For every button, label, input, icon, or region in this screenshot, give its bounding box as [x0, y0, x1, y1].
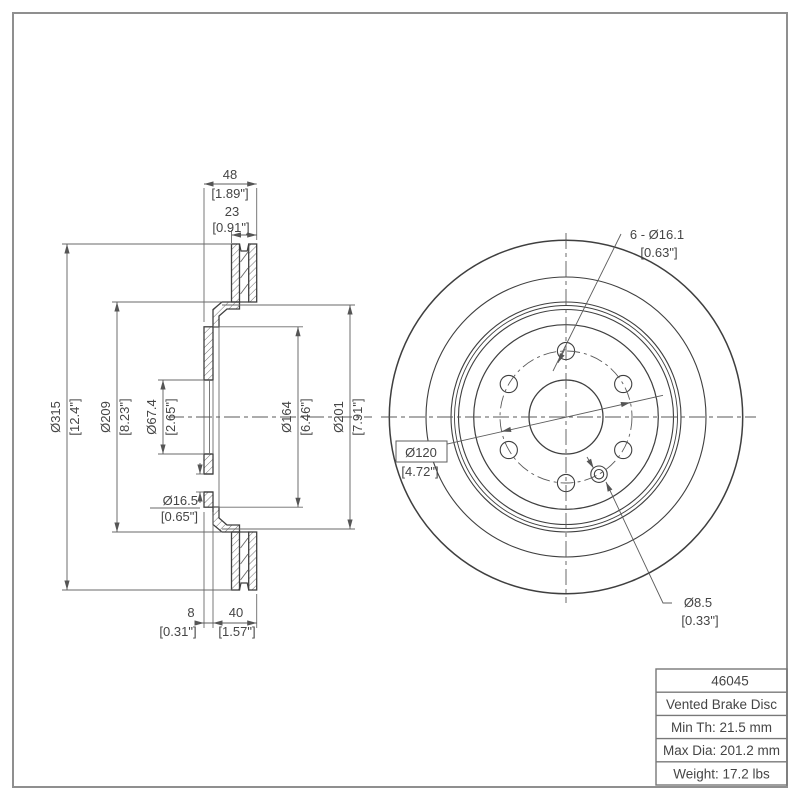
dim-hat-outer-in: [7.91"]: [350, 398, 365, 435]
title-block-grid: [655, 668, 788, 786]
dim-set-screw-mm: Ø8.5: [684, 595, 712, 610]
section-hatched-body: [203, 243, 258, 591]
bolt-circle-dim-box: [395, 440, 448, 463]
dim-overall-width-mm: 48: [223, 167, 237, 182]
dim-flange-thickness-mm: 8: [187, 605, 194, 620]
dim-hat-outer-mm: Ø201: [331, 401, 346, 433]
dim-lug-holes-in: [0.63"]: [640, 245, 677, 260]
max-diameter: Max Dia: 201.2 mm: [663, 743, 780, 758]
dim-outer-diameter-mm: Ø315: [48, 401, 63, 433]
dim-hat-face-mm: Ø164: [279, 401, 294, 433]
section-edges: [204, 243, 250, 591]
dim-set-screw-in: [0.33"]: [681, 613, 718, 628]
section-view: 48 [1.89"] 23 [0.91"] Ø315 [12.4"] Ø209 …: [48, 167, 372, 639]
dim-center-bore-mm: Ø67.4: [144, 399, 159, 434]
title-block: 46045 Vented Brake Disc Min Th: 21.5 mm …: [655, 668, 788, 786]
dim-overall-width-in: [1.89"]: [211, 186, 248, 201]
dim-bolt-hole-mm: Ø16.5: [163, 493, 198, 508]
part-description: Vented Brake Disc: [666, 697, 777, 712]
section-extension-lines: [62, 188, 355, 628]
dim-friction-inner-in: [8.23"]: [117, 398, 132, 435]
weight: Weight: 17.2 lbs: [673, 766, 770, 781]
dim-hat-face-in: [6.46"]: [298, 398, 313, 435]
front-view-leaders: [436, 233, 672, 604]
section-dimension-lines: [64, 181, 353, 626]
dim-bolt-hole-in: [0.65"]: [161, 509, 198, 524]
dim-bolt-circle-in: [4.72"]: [401, 464, 438, 479]
page-border: [12, 12, 788, 788]
dim-hat-depth-mm: 40: [229, 605, 243, 620]
dim-friction-inner-mm: Ø209: [98, 401, 113, 433]
front-view: 6 - Ø16.1 [0.63"] Ø120 [4.72"] Ø8.5 [0.3…: [381, 227, 756, 628]
front-view-centerlines: [381, 233, 756, 603]
dim-flange-thickness-in: [0.31"]: [159, 624, 196, 639]
dim-disc-thickness-mm: 23: [225, 204, 239, 219]
dim-bolt-circle-mm: Ø120: [405, 445, 437, 460]
dim-outer-diameter-in: [12.4"]: [67, 398, 82, 435]
min-thickness: Min Th: 21.5 mm: [671, 720, 772, 735]
dim-center-bore-in: [2.65"]: [163, 398, 178, 435]
part-number: 46045: [711, 674, 749, 689]
dim-hat-depth-in: [1.57"]: [218, 624, 255, 639]
dim-lug-holes-mm: 6 - Ø16.1: [630, 227, 684, 242]
dim-disc-thickness-in: [0.91"]: [212, 220, 249, 235]
